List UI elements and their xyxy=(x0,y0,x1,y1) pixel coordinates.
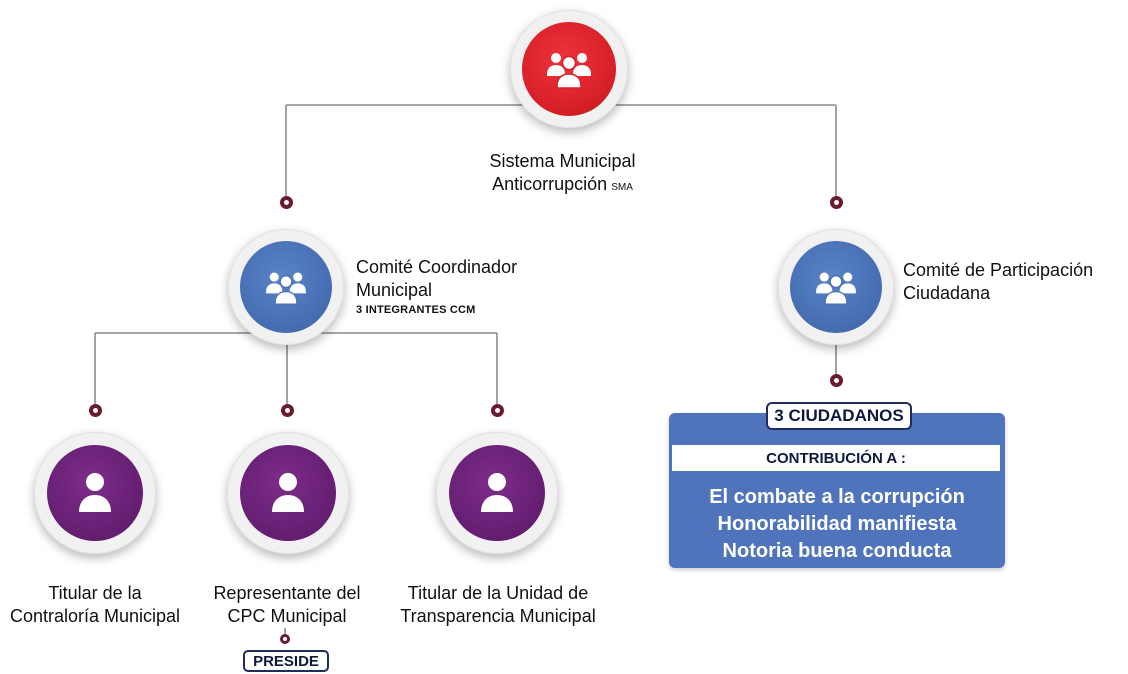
contribution-box xyxy=(669,413,1005,568)
member-node-transparencia xyxy=(436,432,558,554)
member-label-line1: Titular de la xyxy=(48,583,142,603)
cpc-disc xyxy=(790,241,882,333)
connector-dot xyxy=(280,196,293,209)
sistema-municipal-disc xyxy=(522,22,616,116)
sistema-title-line2: Anticorrupción xyxy=(492,174,608,194)
member-node-cpc xyxy=(227,432,349,554)
contribution-header: CONTRIBUCIÓN A : xyxy=(672,445,1000,471)
member-label-line2: CPC Municipal xyxy=(227,606,347,626)
person-icon xyxy=(79,473,111,512)
member-label-cpc: Representante del CPC Municipal xyxy=(192,582,382,628)
sistema-abbr: SMA xyxy=(611,182,633,193)
connector-dot xyxy=(491,404,504,417)
member-disc xyxy=(47,445,143,541)
group-icon xyxy=(266,272,306,305)
member-node-contraloria xyxy=(34,432,156,554)
connector-dot xyxy=(830,374,843,387)
member-label-line1: Representante del xyxy=(213,583,361,603)
member-label-contraloria: Titular de la Contraloría Municipal xyxy=(0,582,190,628)
member-disc xyxy=(240,445,336,541)
ccm-members: 3 INTEGRANTES CCM xyxy=(356,304,476,316)
connector-dot xyxy=(830,196,843,209)
citizens-badge: 3 CIUDADANOS xyxy=(766,402,912,430)
ccm-title-line2: Municipal xyxy=(356,280,433,300)
member-label-line2: Contraloría Municipal xyxy=(9,606,181,626)
contribution-item: El combate a la corrupción xyxy=(709,486,965,508)
member-label-transparencia: Titular de la Unidad de Transparencia Mu… xyxy=(382,582,614,628)
person-icon xyxy=(481,473,513,512)
ccm-node xyxy=(228,229,344,345)
contribution-item: Honorabilidad manifiesta xyxy=(717,513,957,535)
ccm-disc xyxy=(240,241,332,333)
person-icon xyxy=(272,473,304,512)
connector-dot xyxy=(89,404,102,417)
ccm-label: Comité Coordinador Municipal 3 INTEGRANT… xyxy=(356,256,586,318)
connector-dot xyxy=(280,634,290,644)
ccm-title-line1: Comité Coordinador xyxy=(356,257,518,277)
group-icon xyxy=(547,53,591,89)
sistema-title-line1: Sistema Municipal xyxy=(489,151,636,171)
member-label-line2: Transparencia Municipal xyxy=(400,606,596,626)
sistema-municipal-node xyxy=(510,10,628,128)
cpc-title-line1: Comité de Participación xyxy=(903,260,1094,280)
member-disc xyxy=(449,445,545,541)
preside-badge: PRESIDE xyxy=(243,650,329,672)
cpc-title-line2: Ciudadana xyxy=(903,283,991,303)
group-icon xyxy=(816,272,856,305)
member-label-line1: Titular de la Unidad de xyxy=(407,583,589,603)
connector-dot xyxy=(281,404,294,417)
contribution-item: Notoria buena conducta xyxy=(722,540,952,562)
cpc-node xyxy=(778,229,894,345)
cpc-label: Comité de Participación Ciudadana xyxy=(903,259,1125,305)
